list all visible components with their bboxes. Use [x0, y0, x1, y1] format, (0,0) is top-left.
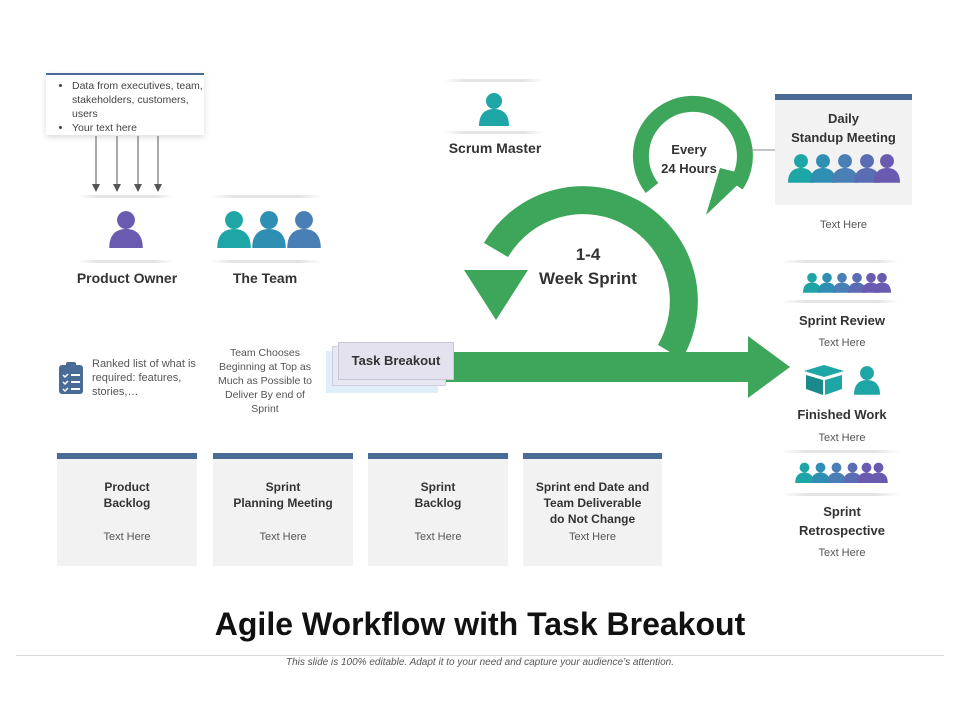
- separator: [782, 260, 900, 263]
- daily-standup-title-line: Daily: [827, 111, 860, 126]
- card-title: Sprint end Date and Team Deliverable do …: [523, 479, 662, 527]
- separator: [210, 195, 322, 198]
- daily-standup-title: Daily Standup Meeting: [775, 109, 912, 147]
- sprint-loop-line1: 1-4: [575, 245, 601, 264]
- separator: [444, 131, 544, 134]
- daily-standup-text: Text Here: [819, 219, 868, 231]
- card-title: Sprint Backlog: [368, 479, 508, 511]
- sprint-retro-title-line: Retrospective: [799, 523, 885, 538]
- sprint-retro-title-line: Sprint: [823, 504, 861, 519]
- daily-loop-arc: [632, 95, 753, 193]
- sprint-review-group-icon: [803, 272, 891, 293]
- separator: [78, 260, 174, 263]
- finished-work-title: Finished Work: [797, 407, 887, 422]
- input-data-box: Data from executives, team, stakeholders…: [46, 73, 204, 135]
- sprint-retro-text: Text Here: [818, 547, 866, 559]
- team-chooses-text: Team Chooses Beginning at Top as Much as…: [218, 347, 312, 415]
- card-text: Text Here: [568, 531, 617, 543]
- finished-work-text: Text Here: [818, 432, 866, 444]
- card-title-line: Planning Meeting: [233, 496, 333, 510]
- sprint-review-title: Sprint Review: [799, 313, 885, 328]
- daily-loop-arrowhead: [706, 168, 748, 215]
- sprint-retro-group-icon: [795, 462, 888, 483]
- card-title-line: Sprint end Date and: [535, 480, 650, 494]
- separator: [444, 79, 544, 82]
- page-title: Agile Workflow with Task Breakout: [214, 606, 746, 642]
- card-title-line: Sprint: [420, 480, 456, 494]
- daily-loop-line2: 24 Hours: [661, 161, 717, 176]
- card-title-line: do Not Change: [549, 512, 636, 526]
- card-title-line: Sprint: [265, 480, 301, 494]
- sprint-review-text: Text Here: [818, 337, 866, 349]
- ranked-list-text: Ranked list of what is required: feature…: [92, 358, 196, 398]
- scrum-master-label: Scrum Master: [448, 140, 542, 156]
- input-bullet: Your text here: [72, 121, 204, 135]
- daily-loop-line1: Every: [671, 142, 707, 157]
- separator: [782, 300, 900, 303]
- daily-standup-box: Daily Standup Meeting: [775, 94, 912, 205]
- card-title-line: Product: [104, 480, 150, 494]
- sprint-retro-title: Sprint Retrospective: [772, 502, 912, 540]
- card-product-backlog: Product Backlog Text Here: [57, 453, 197, 566]
- footer-divider: [16, 655, 944, 656]
- sprint-loop-arc: [483, 186, 698, 360]
- card-title: Sprint Planning Meeting: [213, 479, 353, 511]
- product-owner-label: Product Owner: [76, 270, 178, 286]
- footer-note: This slide is 100% editable. Adapt it to…: [285, 657, 675, 668]
- separator: [782, 493, 900, 496]
- daily-standup-title-line: Standup Meeting: [791, 130, 896, 145]
- sprint-loop-label: 1-4 Week Sprint: [530, 243, 646, 291]
- clipboard-icon: [59, 362, 83, 394]
- input-bullet: Data from executives, team, stakeholders…: [72, 79, 204, 121]
- sprint-loop-arrowhead: [464, 270, 528, 320]
- card-text: Text Here: [414, 531, 462, 543]
- daily-loop-label: Every 24 Hours: [648, 140, 730, 178]
- standup-group-icon: [787, 154, 900, 183]
- input-arrows: [92, 136, 162, 192]
- card-text: Text Here: [259, 531, 307, 543]
- main-flow-arrowhead: [748, 336, 790, 398]
- card-title-line: Backlog: [414, 496, 462, 510]
- finished-work-icon: [804, 365, 880, 395]
- task-breakout-card: Task Breakout: [338, 342, 454, 380]
- card-title-line: Backlog: [103, 496, 151, 510]
- card-sprint-backlog: Sprint Backlog Text Here: [368, 453, 508, 566]
- separator: [210, 260, 322, 263]
- separator: [782, 450, 900, 453]
- card-sprint-planning: Sprint Planning Meeting Text Here: [213, 453, 353, 566]
- main-flow-bar: [440, 352, 752, 382]
- separator: [78, 195, 174, 198]
- card-title-line: Team Deliverable: [543, 496, 642, 510]
- sprint-loop-line2: Week Sprint: [539, 269, 637, 288]
- team-label: The Team: [232, 270, 298, 286]
- card-sprint-end: Sprint end Date and Team Deliverable do …: [523, 453, 662, 566]
- card-text: Text Here: [103, 531, 151, 543]
- card-title: Product Backlog: [57, 479, 197, 511]
